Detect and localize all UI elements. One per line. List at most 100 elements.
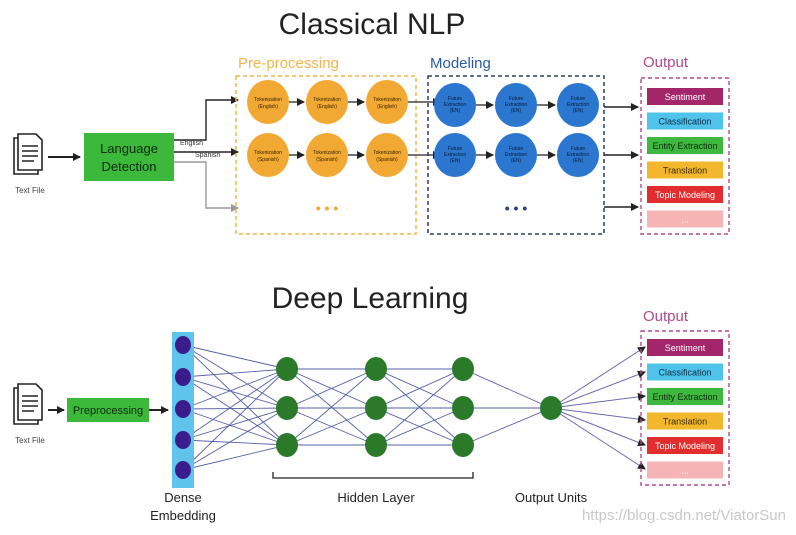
network-edge [375,368,464,446]
language-detection-line1: Language [100,141,158,156]
network-edge [375,368,464,409]
dense-embedding-line1: Dense [164,490,202,505]
network-edge [182,376,288,446]
network-edge [182,444,288,471]
output-item [647,112,723,130]
modeling-label: Modeling [430,55,491,72]
network-edge [550,407,646,424]
tokenization-node [366,133,408,177]
feature-extraction-node [557,133,599,177]
dense-embedding-line2: Embedding [150,508,216,523]
network-edge [182,368,288,471]
output-item-label: Topic Modeling [655,441,715,451]
classical-output-label: Output [643,54,689,71]
hidden-node [452,357,474,381]
feature-extraction-node [434,83,476,127]
output-item-label: Translation [663,417,707,427]
hidden-layer-bracket [272,472,474,479]
network-edge [182,368,288,410]
network-edge [462,368,552,409]
output-item [647,339,723,356]
network-edge [550,346,646,409]
output-units-label: Output Units [515,490,588,505]
output-item-label: Classification [658,117,711,127]
network-edge [182,368,288,378]
tokenization-node-sublabel: (Spanish) [316,157,338,163]
feature-node-label: (EN) [450,158,461,164]
text-file-label-bottom: Text File [15,436,45,445]
tokenization-node-sublabel: (Spanish) [257,157,279,163]
tokenization-node [366,80,408,124]
output-item [647,412,723,430]
deep-preprocessing-box [67,398,149,422]
tokenization-node-label: Tokenization [373,97,401,103]
network-edge [182,408,288,446]
output-item-label: Sentiment [665,343,706,353]
output-item [647,461,723,479]
output-item-label: Translation [663,166,707,176]
hidden-node [276,396,298,420]
text-file-icon [13,383,43,425]
feature-node-label: Future [448,96,463,102]
output-item-label: Entity Extraction [652,392,717,402]
output-item [647,437,723,454]
feature-extraction-node [557,83,599,127]
network-edge [286,368,377,409]
hidden-node [365,433,387,457]
feature-extraction-node [434,133,476,177]
hidden-node [276,357,298,381]
modeling-ellipsis: • • • [505,200,528,216]
text-file-label: Text File [15,186,45,195]
embedding-node [175,431,191,449]
deep-preprocessing-label: Preprocessing [73,405,143,417]
embedding-node [175,461,191,479]
output-unit-node [540,396,562,420]
feature-node-label: Future [448,146,463,152]
feature-node-label: Extraction [444,102,466,108]
language-detection-box [84,133,174,181]
feature-node-label: (EN) [511,108,522,114]
feature-node-label: (EN) [573,108,584,114]
tokenization-node-label: Tokenization [254,150,282,156]
output-item-label: ... [681,466,689,476]
network-edge [182,407,288,410]
network-edge [182,344,288,446]
language-branches [174,96,239,212]
output-item [647,88,723,105]
tokenization-node-label: Tokenization [313,150,341,156]
classical-output-arrows [604,103,639,211]
feature-node-label: (EN) [450,108,461,114]
network-edge [550,407,646,447]
text-file-icon [13,133,43,175]
network-edge [286,407,377,446]
output-item-label: Topic Modeling [655,190,715,200]
tokenization-node-sublabel: (English) [317,104,337,110]
hidden-node [276,433,298,457]
tokenization-node-sublabel: (English) [258,104,278,110]
output-item [647,210,723,228]
tokenization-node [247,133,289,177]
preprocessing-ellipsis: • • • [316,200,339,216]
embedding-node [175,336,191,354]
watermark: https://blog.csdn.net/ViatorSun [582,507,786,524]
network-nodes [175,336,562,479]
feature-node-label: Extraction [567,102,589,108]
network-edge [286,368,377,446]
network-edge [182,376,288,409]
embedding-node [175,368,191,386]
tokenization-node-label: Tokenization [373,150,401,156]
tokenization-node [306,80,348,124]
network-edge [182,344,288,409]
feature-node-label: (EN) [511,158,522,164]
network-edge [182,407,288,471]
branch-english-label: English [180,140,203,147]
tokenization-node [306,133,348,177]
feature-extraction-node [495,133,537,177]
preprocessing-label: Pre-processing [238,55,339,72]
network-edge [182,344,288,370]
tokenization-nodes: Tokenization (English) Tokenization (Englis… [247,80,441,177]
network-edge [462,407,552,446]
network-edge [550,392,646,409]
